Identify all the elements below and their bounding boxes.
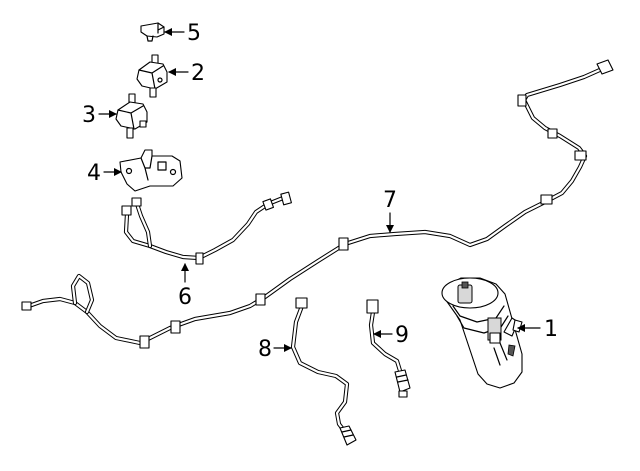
mounting-bracket-part (119, 149, 183, 192)
callout-5-label: 5 (187, 21, 201, 46)
callout-2-label: 2 (191, 61, 205, 86)
callout-1-label: 1 (544, 317, 558, 342)
callout-6-label: 6 (178, 285, 192, 310)
callout-3: 3 (82, 103, 117, 128)
callout-1: 1 (517, 317, 558, 342)
long-vapor-line-part (21, 59, 614, 349)
connector-clip-part (140, 22, 165, 42)
callout-5: 5 (164, 21, 201, 46)
callout-8: 8 (258, 337, 292, 362)
callout-4: 4 (87, 161, 122, 186)
oxygen-sensor-downstream-part (366, 299, 411, 398)
callout-6: 6 (178, 263, 192, 310)
callout-7-label: 7 (383, 188, 397, 213)
callout-2: 2 (168, 61, 205, 86)
fuel-vapor-canister-part (441, 277, 523, 389)
callout-3-label: 3 (82, 103, 96, 128)
callout-8-label: 8 (258, 337, 272, 362)
callout-9-label: 9 (395, 323, 409, 348)
callout-7: 7 (383, 188, 397, 233)
oxygen-sensor-upstream-part (290, 297, 357, 446)
callout-4-label: 4 (87, 161, 101, 186)
purge-valve-upper-part (136, 54, 168, 98)
wiring-harness-part (121, 191, 292, 265)
purge-valve-lower-part (115, 93, 148, 139)
callout-9: 9 (373, 323, 409, 348)
